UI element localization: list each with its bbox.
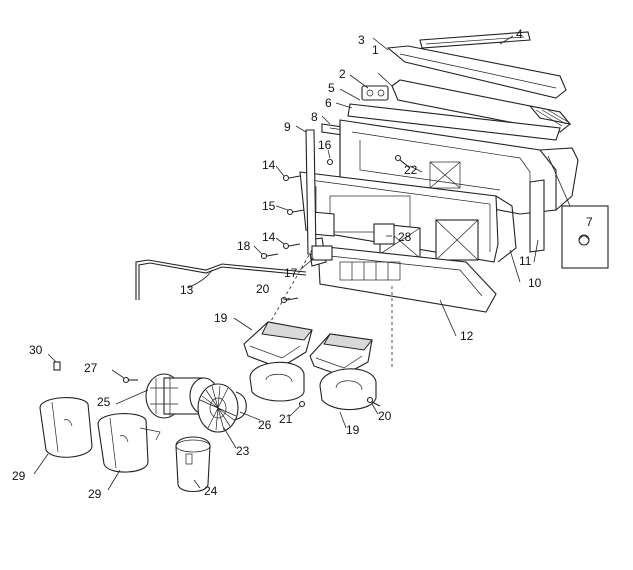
screw-20-upper <box>280 296 299 304</box>
part-26-clip <box>233 391 247 421</box>
screw-20-lower <box>366 396 381 407</box>
callout-10: 10 <box>528 276 542 290</box>
callout-19-upper: 19 <box>214 311 228 325</box>
callout-14-lower: 14 <box>262 230 276 244</box>
callout-29-right: 29 <box>88 487 102 501</box>
callout-14-upper: 14 <box>262 158 276 172</box>
part-19-blower-scroll-left <box>243 321 313 369</box>
part-11-seal <box>529 179 545 253</box>
callout-16: 16 <box>318 138 332 152</box>
part-29-cover-right <box>97 413 161 473</box>
callout-1: 1 <box>372 43 379 57</box>
callout-labels: 1 2 3 4 5 6 7 8 9 10 11 12 13 14 14 15 1… <box>12 27 593 501</box>
callout-26: 26 <box>258 418 272 432</box>
callout-3: 3 <box>358 33 365 47</box>
part-24-motor-housing <box>175 436 211 493</box>
callout-29-left: 29 <box>12 469 26 483</box>
callout-2: 2 <box>339 67 346 81</box>
callout-18: 18 <box>237 239 251 253</box>
part-4-trim-panel <box>419 31 531 49</box>
callout-5: 5 <box>328 81 335 95</box>
callout-27: 27 <box>84 361 98 375</box>
part-30-nut <box>53 361 61 371</box>
callout-23: 23 <box>236 444 250 458</box>
screw-27 <box>122 376 138 384</box>
callout-15: 15 <box>262 199 276 213</box>
callout-13: 13 <box>180 283 194 297</box>
screw-16 <box>326 158 334 166</box>
screw-18 <box>260 252 279 260</box>
callout-24: 24 <box>204 484 218 498</box>
part-7-inset <box>547 155 609 269</box>
part-1-defroster-duct <box>391 79 572 133</box>
part-17-actuator <box>311 245 333 261</box>
screw-15 <box>286 208 305 216</box>
callout-25: 25 <box>97 395 111 409</box>
callout-9: 9 <box>284 120 291 134</box>
part-3-upper-trim <box>386 45 567 99</box>
callout-12: 12 <box>460 329 474 343</box>
screw-14-upper <box>282 174 301 182</box>
callout-20-upper: 20 <box>256 282 270 296</box>
callout-30: 30 <box>29 343 43 357</box>
part-9-seal-strip <box>305 129 317 255</box>
callout-20-lower: 20 <box>378 409 392 423</box>
callout-4: 4 <box>516 27 523 41</box>
leader-lines <box>33 35 539 491</box>
callout-11: 11 <box>519 254 532 268</box>
screw-21 <box>298 400 306 408</box>
part-19-scroll-lower-right <box>319 368 377 411</box>
part-6-duct-plate <box>347 103 561 141</box>
part-19-blower-scroll-right <box>309 333 373 377</box>
screw-14-lower <box>282 242 301 250</box>
callout-21: 21 <box>279 412 293 426</box>
part-28-door <box>373 223 395 245</box>
callout-8: 8 <box>311 110 318 124</box>
callout-19-lower: 19 <box>346 423 360 437</box>
callout-6: 6 <box>325 96 332 110</box>
screw-22 <box>394 154 411 169</box>
callout-22: 22 <box>404 163 418 177</box>
part-2-bracket <box>361 85 389 101</box>
callout-28: 28 <box>398 230 412 244</box>
part-13-control-rod <box>135 259 307 300</box>
heater-case-upper <box>339 119 579 215</box>
scroll-lower-left <box>249 361 305 402</box>
part-23-blower-wheel <box>197 383 239 433</box>
callout-7: 7 <box>586 215 593 229</box>
callout-17: 17 <box>284 266 298 280</box>
part-29-cover-left <box>39 397 93 458</box>
